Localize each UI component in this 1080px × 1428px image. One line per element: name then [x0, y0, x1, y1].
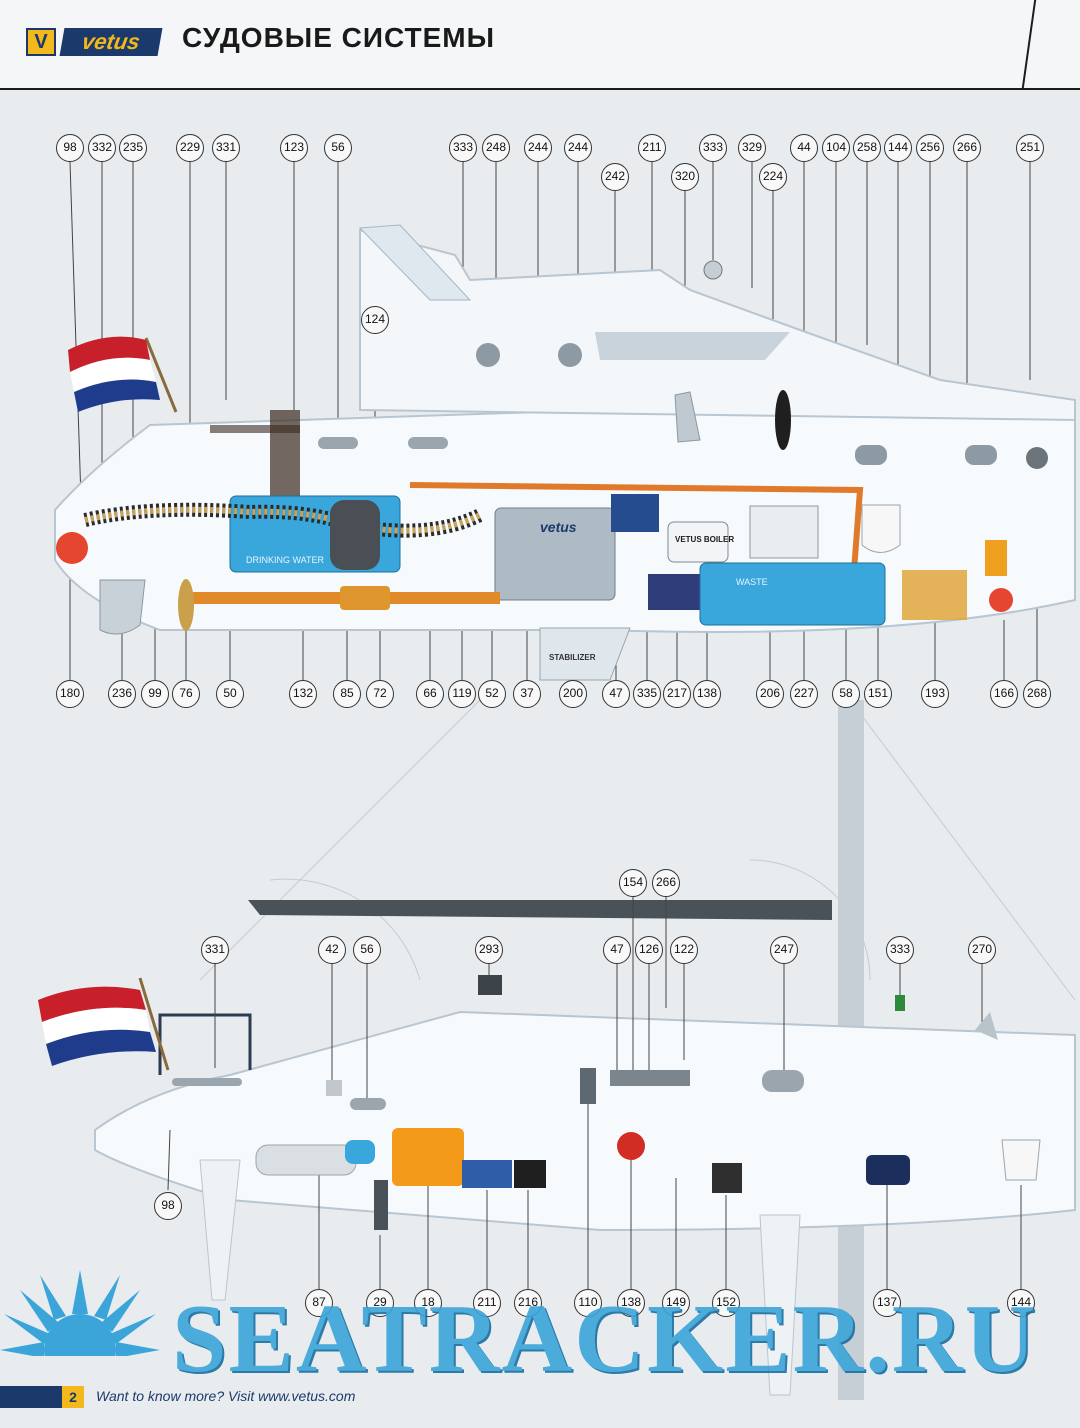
callout-motor-yacht-top: 258	[853, 134, 881, 162]
callout-motor-yacht-bottom: 50	[216, 680, 244, 708]
drinking-water-label: DRINKING WATER	[246, 555, 324, 565]
footer-bar	[0, 1386, 62, 1408]
callout-motor-yacht-bottom: 268	[1023, 680, 1051, 708]
motor-yacht-leader-lines	[69, 161, 1038, 680]
footer-link-text[interactable]: Want to know more? Visit www.vetus.com	[96, 1388, 356, 1404]
sun-logo-icon	[0, 1270, 170, 1400]
callout-motor-yacht-bottom: 47	[602, 680, 630, 708]
callout-motor-yacht-bottom: 119	[448, 680, 476, 708]
callout-motor-yacht-top: 244	[524, 134, 552, 162]
callout-sailboat-upper: 154	[619, 869, 647, 897]
callout-motor-yacht-top: 251	[1016, 134, 1044, 162]
callout-motor-yacht-top: 331	[212, 134, 240, 162]
callout-sailboat-top: 122	[670, 936, 698, 964]
callout-motor-yacht-top: 333	[449, 134, 477, 162]
callout-motor-yacht-bottom: 85	[333, 680, 361, 708]
callout-sailboat-top: 270	[968, 936, 996, 964]
page-number: 2	[62, 1386, 84, 1408]
callout-sailboat-bottom: 29	[366, 1289, 394, 1317]
callout-motor-yacht-top: 98	[56, 134, 84, 162]
callout-motor-yacht-top: 123	[280, 134, 308, 162]
callout-motor-yacht-top: 211	[638, 134, 666, 162]
callout-sailboat-top: 56	[353, 936, 381, 964]
callout-motor-yacht-bottom: 52	[478, 680, 506, 708]
vetus-logo-mark: V	[26, 28, 56, 56]
boiler-label: VETUS BOILER	[675, 535, 734, 544]
callout-motor-yacht-bottom: 66	[416, 680, 444, 708]
callout-motor-yacht-top: 332	[88, 134, 116, 162]
callout-sailboat-bottom: 18	[414, 1289, 442, 1317]
callout-sailboat-top: 293	[475, 936, 503, 964]
callout-sailboat-bottom: 137	[873, 1289, 901, 1317]
callout-motor-yacht-top: 235	[119, 134, 147, 162]
callout-sailboat-upper: 266	[652, 869, 680, 897]
callout-motor-yacht-top: 144	[884, 134, 912, 162]
callout-sailboat-bottom: 144	[1007, 1289, 1035, 1317]
callout-motor-yacht-bottom: 206	[756, 680, 784, 708]
motor-yacht: DRINKING WATER vetus VETUS BOILER WASTE	[54, 161, 1076, 681]
stabilizer-label: STABILIZER	[549, 653, 596, 662]
callout-motor-yacht-top: 229	[176, 134, 204, 162]
callout-motor-yacht-bottom: 236	[108, 680, 136, 708]
callout-sailboat-bottom: 216	[514, 1289, 542, 1317]
callout-sailboat-bottom: 110	[574, 1289, 602, 1317]
waste-label: WASTE	[736, 577, 768, 587]
callout-motor-yacht-bottom: 132	[289, 680, 317, 708]
callout-motor-yacht-top: 244	[564, 134, 592, 162]
callout-sailboat-top: 333	[886, 936, 914, 964]
callout-motor-yacht-bottom: 58	[832, 680, 860, 708]
callout-sailboat-bottom: 211	[473, 1289, 501, 1317]
callout-motor-yacht-top-second: 224	[759, 163, 787, 191]
callout-sailboat-top: 331	[201, 936, 229, 964]
sailboat	[38, 699, 1076, 1400]
callout-motor-yacht-top: 329	[738, 134, 766, 162]
callout-sailboat-bottom: 87	[305, 1289, 333, 1317]
callout-sailboat-top: 126	[635, 936, 663, 964]
callout-motor-yacht-bottom: 217	[663, 680, 691, 708]
callout-motor-yacht-top: 266	[953, 134, 981, 162]
callout-motor-yacht-bottom: 166	[990, 680, 1018, 708]
callout-motor-yacht-bottom: 180	[56, 680, 84, 708]
callout-sailboat-top: 247	[770, 936, 798, 964]
callout-motor-yacht-bottom: 193	[921, 680, 949, 708]
callout-motor-yacht-bottom: 72	[366, 680, 394, 708]
callout-sailboat-top: 42	[318, 936, 346, 964]
callout-motor-yacht-top: 104	[822, 134, 850, 162]
callout-sailboat-left: 98	[154, 1192, 182, 1220]
callout-motor-yacht-bottom: 138	[693, 680, 721, 708]
callout-sailboat-bottom: 149	[662, 1289, 690, 1317]
callout-motor-yacht-bottom: 151	[864, 680, 892, 708]
callout-sailboat-bottom: 152	[712, 1289, 740, 1317]
callout-motor-yacht-bottom: 227	[790, 680, 818, 708]
callout-motor-yacht-top: 333	[699, 134, 727, 162]
callout-motor-yacht-bottom: 76	[172, 680, 200, 708]
callout-motor-yacht-bottom: 200	[559, 680, 587, 708]
callout-motor-yacht-top: 56	[324, 134, 352, 162]
engine-brand-label: vetus	[540, 519, 577, 535]
page-title: СУДОВЫЕ СИСТЕМЫ	[182, 22, 496, 53]
seatracker-watermark: SEATRACKER.RU	[172, 1285, 1038, 1393]
callout-motor-yacht-top: 44	[790, 134, 818, 162]
callout-motor-yacht-top: 248	[482, 134, 510, 162]
callout-motor-yacht-bottom: 37	[513, 680, 541, 708]
page-header: V vetus СУДОВЫЕ СИСТЕМЫ	[0, 0, 1080, 90]
callout-motor-yacht-top-second: 320	[671, 163, 699, 191]
callout-motor-yacht-top-second: 242	[601, 163, 629, 191]
callout-motor-yacht-top-second: 124	[361, 306, 389, 334]
callout-sailboat-top: 47	[603, 936, 631, 964]
callout-motor-yacht-bottom: 99	[141, 680, 169, 708]
callout-motor-yacht-bottom: 335	[633, 680, 661, 708]
callout-motor-yacht-top: 256	[916, 134, 944, 162]
sailboat-leader-lines	[167, 897, 1022, 1290]
callout-sailboat-bottom: 138	[617, 1289, 645, 1317]
